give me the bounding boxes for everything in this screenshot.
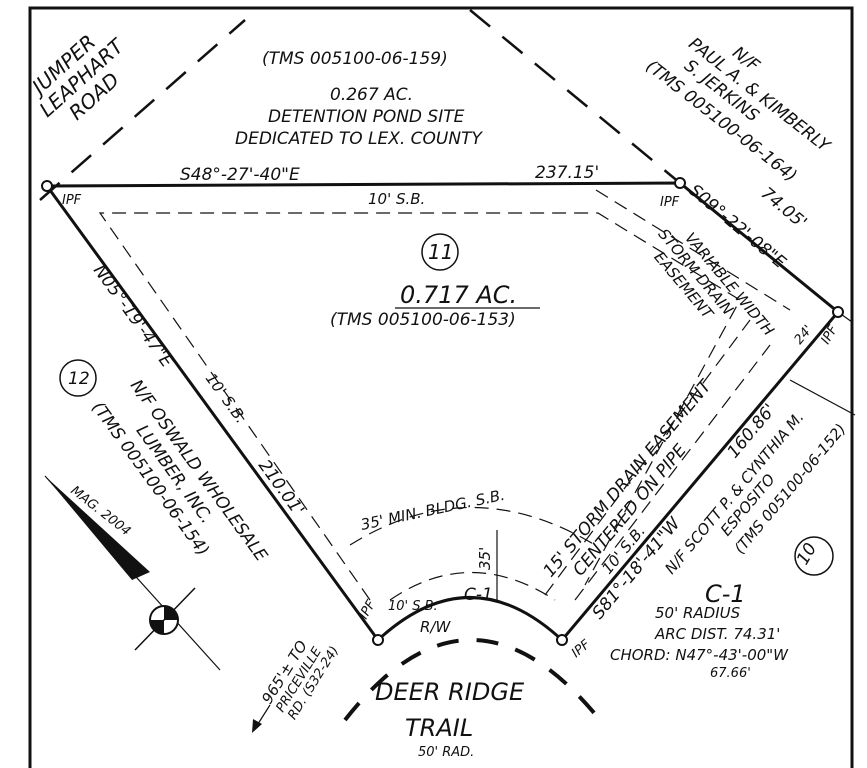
pond-tms: (TMS 005100-06-159)	[262, 49, 448, 69]
curve-label: C-1	[464, 585, 493, 605]
lot-11-front-arc	[376, 596, 564, 642]
lot-10-circle	[794, 536, 834, 576]
iron-pin-n	[674, 177, 686, 189]
curve-table-title: C-1	[705, 580, 746, 608]
front-setback-arc	[349, 507, 596, 546]
pond-acreage: 0.267 AC.	[330, 85, 413, 105]
curve-setback-label: 10' S.B.	[388, 599, 438, 614]
ipf-label: IPF	[62, 193, 82, 208]
pond-label-2: DEDICATED TO LEX. COUNTY	[235, 129, 483, 149]
west-bearing: N05°-19'-47"E	[89, 261, 177, 371]
deer-ridge-label: DEER RIDGE	[375, 678, 525, 706]
storm-easement-line-2	[544, 319, 751, 596]
road-radius-label: 50' RAD.	[418, 745, 474, 760]
ipf-label: IPF	[569, 637, 594, 661]
lot-11-number: 11	[428, 240, 453, 264]
front-setback-label: 35' MIN. BLDG. S.B.	[359, 486, 506, 534]
ipf-label: IPF	[818, 322, 841, 347]
setback-line	[98, 212, 741, 601]
front-setback-dimension: 35'	[476, 547, 494, 570]
pond-east-line	[469, 9, 681, 184]
west-distance: 210.01'	[254, 456, 308, 520]
iron-pin-sw	[372, 634, 384, 646]
map-border	[28, 6, 854, 768]
pond-label-1: DETENTION POND SITE	[268, 107, 465, 127]
curve-chord-distance: 67.66'	[710, 666, 751, 681]
jumper-leaphart-road-label: JUMPER LEAPHART ROAD	[24, 30, 129, 125]
ipf-label: IPF	[660, 195, 680, 210]
iron-pin-e	[832, 306, 844, 318]
iron-pin-se	[556, 634, 568, 646]
jumper-leaphart-road-line	[39, 19, 246, 201]
se-extension	[789, 379, 856, 416]
lot-11-tms: (TMS 005100-06-153)	[330, 310, 516, 330]
lot-12-circle	[59, 359, 97, 397]
rw-label: R/W	[420, 618, 451, 636]
curve-setback-arc	[389, 571, 556, 601]
easement-line	[595, 189, 791, 311]
priceville-label: 965'± TO PRICEVILLE RD. (S32-24)	[258, 637, 342, 722]
ne-distance: 74.05'	[757, 184, 811, 234]
north-setback-label: 10' S.B.	[368, 190, 425, 208]
deer-ridge-trail-arc	[343, 638, 602, 722]
curve-radius: 50' RADIUS	[655, 604, 741, 622]
arrow-head-icon	[252, 719, 262, 733]
lot-11-acreage: 0.717 AC.	[400, 281, 517, 309]
storm-easement-line-1	[574, 344, 771, 601]
curve-arc-distance: ARC DIST. 74.31'	[654, 625, 780, 643]
ipf-label: IPF	[356, 597, 379, 622]
trail-label: TRAIL	[405, 714, 473, 742]
lot-11-circle	[421, 233, 459, 271]
iron-pin-nw	[41, 180, 53, 192]
ne-neighbor-label: N/F PAUL A. & KIMBERLY S. JERKINS (TMS 0…	[642, 34, 835, 186]
north-distance: 237.15'	[535, 163, 599, 183]
curve-chord: CHORD: N47°-43'-00"W	[610, 646, 789, 664]
west-setback-label: 10' S.B.	[202, 370, 250, 427]
north-arrow-icon	[44, 475, 221, 671]
north-bearing: S48°-27'-40"E	[180, 165, 300, 185]
lot-12-number: 12	[68, 369, 90, 389]
